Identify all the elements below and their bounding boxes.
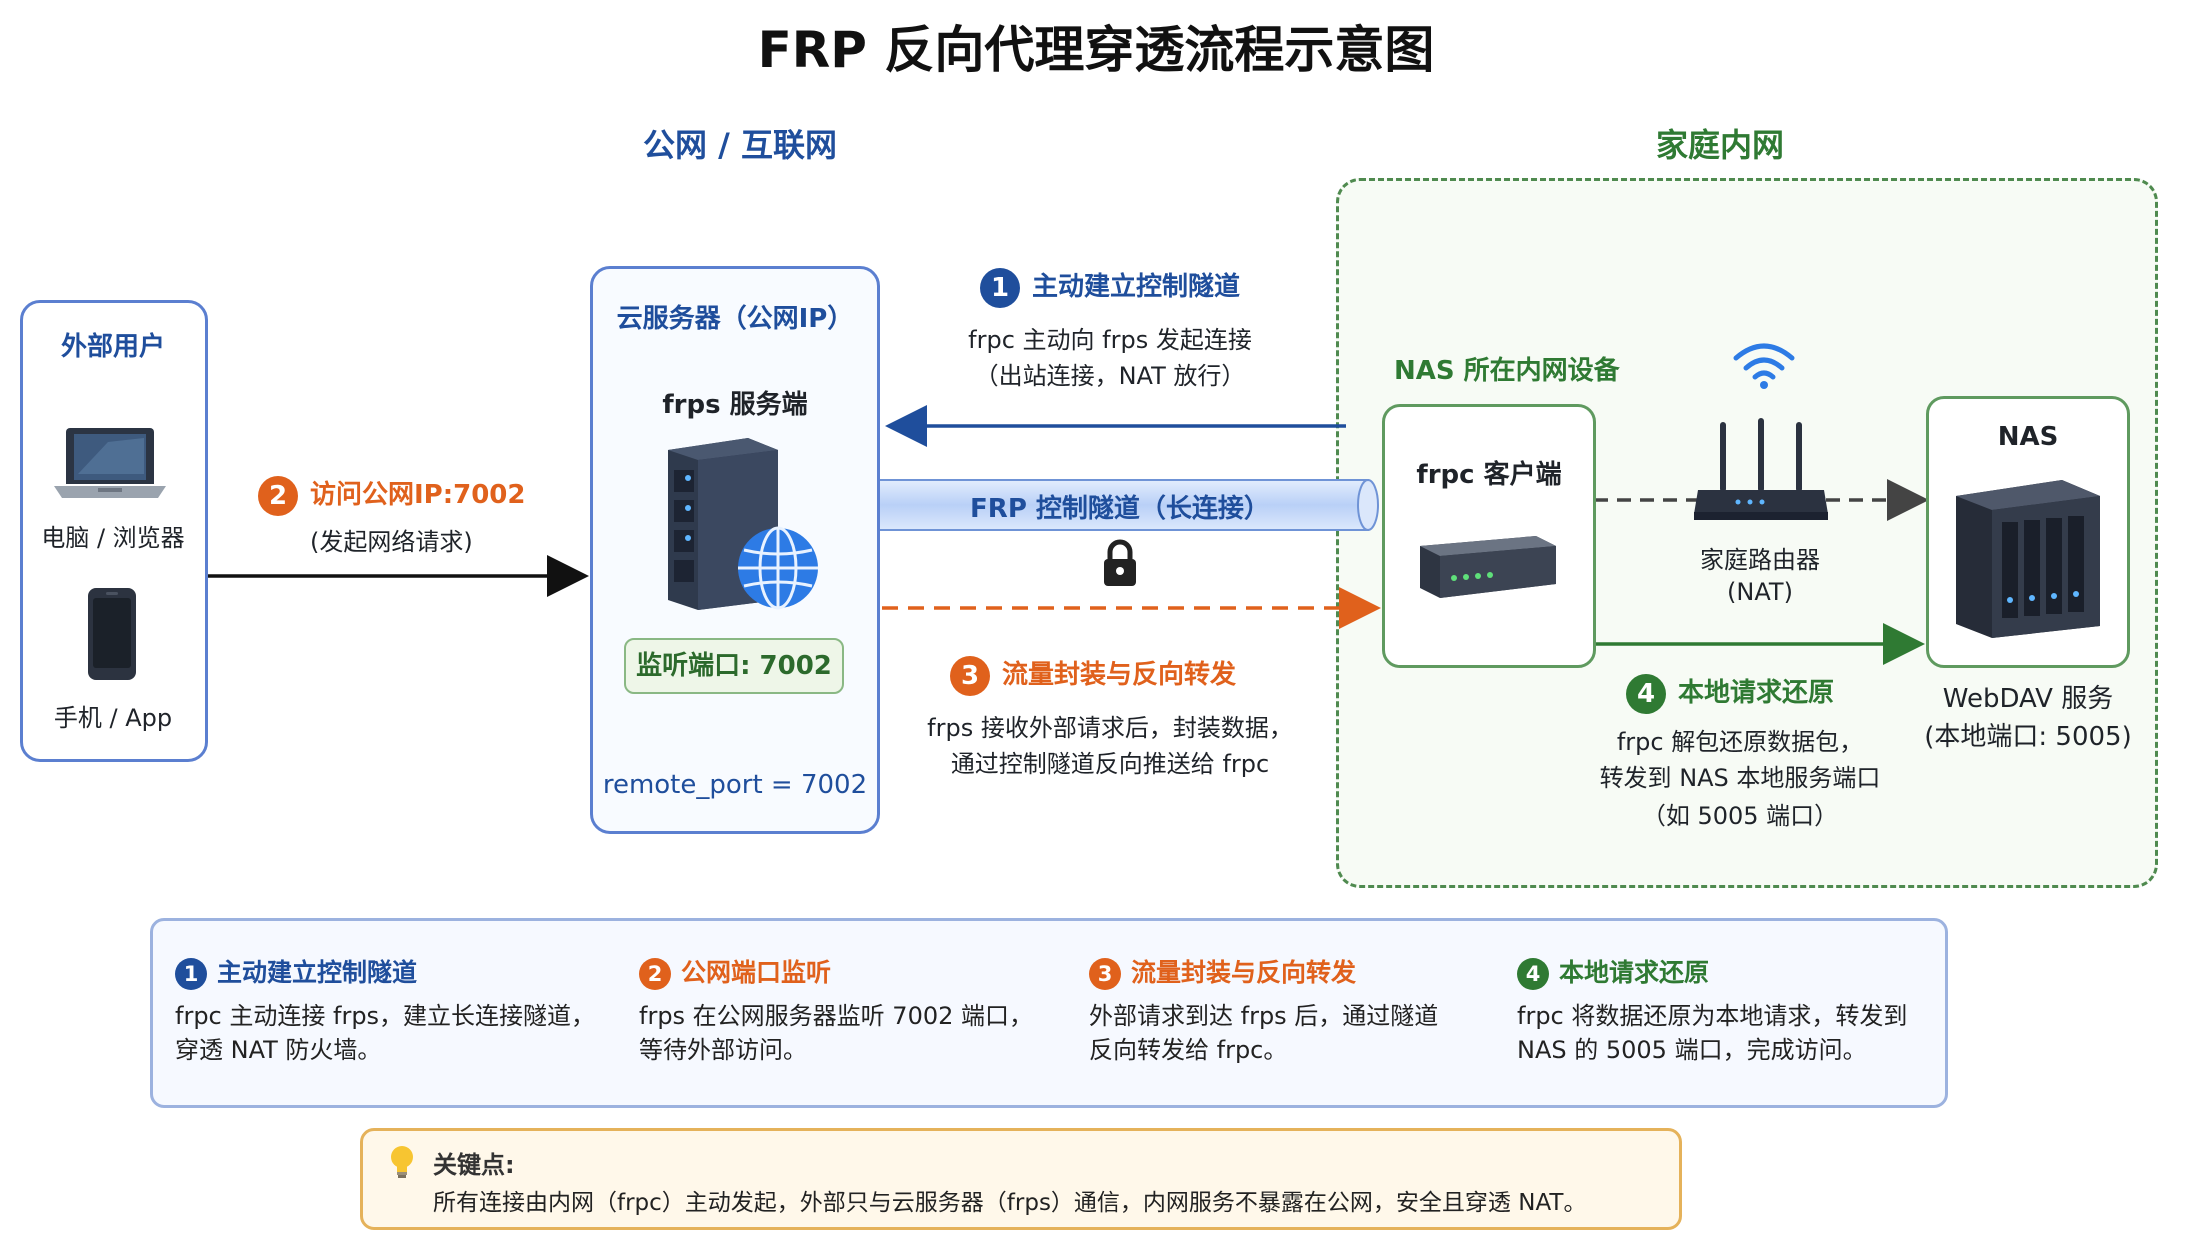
key-point-text: 所有连接由内网（frpc）主动发起，外部只与云服务器（frps）通信，内网服务不… [433,1190,1587,1216]
phone-icon [86,586,138,686]
cloud-server-title: 云服务器（公网IP） [616,304,854,334]
step3-desc-line2: 通过控制隧道反向推送给 frpc [950,750,1270,778]
step4-number-badge: 4 [1626,673,1666,714]
step4-desc-line1: frpc 解包还原数据包， [1616,728,1864,756]
laptop-label: 电脑 / 浏览器 [41,524,185,552]
router-icon [1692,418,1830,532]
lightbulb-icon [389,1145,415,1183]
nas-port-label: (本地端口: 5005) [1924,722,2132,752]
router-label-line1: 家庭路由器 [1700,546,1820,574]
legend-4-badge: 4 [1517,958,1549,990]
key-point-title: 关键点: [433,1151,515,1179]
step1-title-text: 主动建立控制隧道 [1032,272,1241,302]
legend-4-title: 本地请求还原 [1559,958,1710,987]
external-user-title: 外部用户 [60,332,165,362]
legend-panel: 1 主动建立控制隧道 frpc 主动连接 frps，建立长连接隧道，穿透 NAT … [150,918,1948,1108]
key-point-box: 关键点: 所有连接由内网（frpc）主动发起，外部只与云服务器（frps）通信，… [360,1128,1682,1230]
legend-item-1-head: 1 主动建立控制隧道 [175,953,605,993]
legend-1-text: frpc 主动连接 frps，建立长连接隧道，穿透 NAT 防火墙。 [175,1002,596,1064]
legend-1-title: 主动建立控制隧道 [217,958,418,987]
globe-icon [734,524,822,616]
phone-label: 手机 / App [53,704,173,732]
legend-2-title: 公网端口监听 [681,958,832,987]
listen-port-badge: 监听端口: 7002 [624,638,844,694]
nas-device-group-title: NAS 所在内网设备 [1394,356,1620,386]
legend-item-4-head: 4 本地请求还原 [1517,953,1947,993]
step4-desc-line2: 转发到 NAS 本地服务端口 [1599,764,1881,792]
external-user-box [20,300,208,762]
wifi-icon [1732,340,1796,394]
legend-1-badge: 1 [175,958,207,990]
nas-icon [1952,476,2104,644]
step2-flow-title: 2 访问公网IP:7002 [258,474,578,516]
laptop-icon [48,424,172,508]
lock-icon [1100,538,1140,592]
legend-3-text: 外部请求到达 frps 后，通过隧道反向转发给 frpc。 [1089,1002,1439,1064]
step1-desc-line2: （出站连接，NAT 放行） [974,362,1246,390]
step2-number-badge: 2 [258,475,298,516]
tunnel-tube [859,479,1369,531]
remote-port-label: remote_port = 7002 [602,770,868,800]
legend-2-text: frps 在公网服务器监听 7002 端口，等待外部访问。 [639,1002,1034,1064]
nas-service-label: WebDAV 服务 [1942,684,2114,714]
frpc-client-title: frpc 客户端 [1416,460,1562,490]
step1-number-badge: 1 [980,267,1020,308]
frpc-box-icon [1416,532,1560,606]
step4-desc-line3: （如 5005 端口） [1641,802,1839,830]
legend-2-badge: 2 [639,958,671,990]
frpc-client-box [1382,404,1596,668]
step4-title-text: 本地请求还原 [1678,678,1835,708]
legend-item-1: 1 主动建立控制隧道 frpc 主动连接 frps，建立长连接隧道，穿透 NAT … [175,953,605,1067]
step3-number-badge: 3 [950,655,990,696]
legend-item-2: 2 公网端口监听 frps 在公网服务器监听 7002 端口，等待外部访问。 [639,953,1069,1067]
legend-item-2-head: 2 公网端口监听 [639,953,1069,993]
step4-flow-title: 4 本地请求还原 [1626,672,1926,714]
nas-title: NAS [1997,422,2059,452]
legend-item-3-head: 3 流量封装与反向转发 [1089,953,1519,993]
step1-flow-title: 1 主动建立控制隧道 [980,266,1340,308]
tunnel-label: FRP 控制隧道（长连接） [970,494,1270,524]
home-zone-label: 家庭内网 [1655,126,1784,164]
diagram-title: FRP 反向代理穿透流程示意图 [757,21,1435,79]
step2-title-text: 访问公网IP:7002 [310,480,526,510]
legend-3-title: 流量封装与反向转发 [1131,958,1357,987]
step3-title-text: 流量封装与反向转发 [1002,660,1237,690]
legend-3-badge: 3 [1089,958,1121,990]
router-label-line2: (NAT) [1727,578,1793,606]
step2-flow-desc: (发起网络请求) [310,528,473,556]
step3-flow-title: 3 流量封装与反向转发 [950,654,1370,696]
legend-item-3: 3 流量封装与反向转发 外部请求到达 frps 后，通过隧道反向转发给 frpc。 [1089,953,1519,1067]
step1-desc-line1: frpc 主动向 frps 发起连接 [968,326,1252,354]
frps-server-label: frps 服务端 [662,390,808,420]
step3-desc-line1: frps 接收外部请求后，封装数据， [927,714,1293,742]
public-zone-label: 公网 / 互联网 [643,126,837,164]
